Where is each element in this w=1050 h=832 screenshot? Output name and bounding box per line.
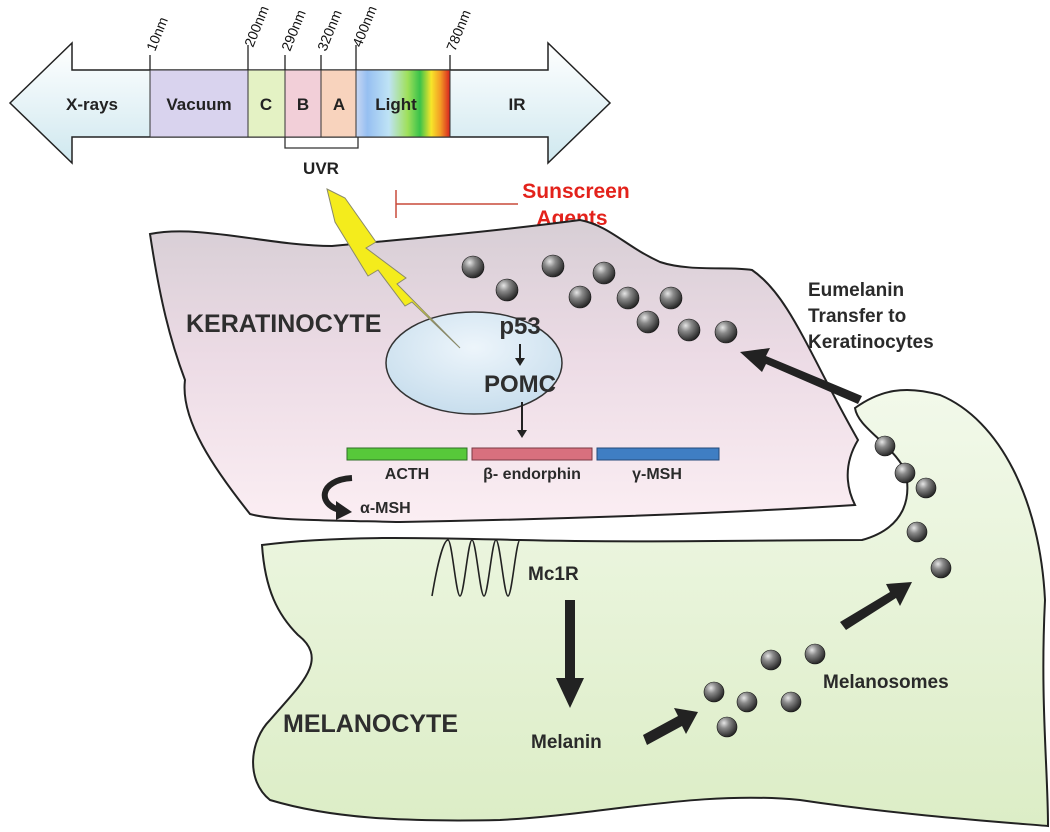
sunscreen-inhibition: Sunscreen Agents <box>395 180 630 230</box>
melanosome-granules <box>461 254 952 738</box>
tick-label-780nm: 780nm <box>443 7 474 53</box>
endorphin-label: β- endorphin <box>483 466 581 483</box>
melanocyte-cell <box>252 388 1050 828</box>
band-label-c: C <box>260 95 272 114</box>
wavelength-ticks <box>149 45 451 70</box>
tick-label-10nm: 10nm <box>143 15 171 53</box>
transfer-label-line3: Keratinocytes <box>808 332 934 353</box>
granule <box>780 691 802 713</box>
band-vacuum <box>149 69 249 138</box>
granule <box>677 318 701 342</box>
melanosomes-label: Melanosomes <box>823 672 949 693</box>
uvr-label: UVR <box>303 159 339 178</box>
mc1r-to-melanin-arrowhead <box>556 678 584 708</box>
granule <box>760 649 782 671</box>
transfer-label-line2: Transfer to <box>808 306 906 327</box>
granule <box>616 286 640 310</box>
endorphin-bar <box>471 447 593 461</box>
transfer-label-line1: Eumelanin <box>808 280 904 301</box>
tick-label-200nm: 200nm <box>241 3 272 49</box>
acth-bar <box>346 447 468 461</box>
band-label-a: A <box>333 95 345 114</box>
band-label-xrays: X-rays <box>66 95 118 114</box>
melanosomes-to-dendrite-arrow <box>840 582 912 630</box>
granule <box>541 254 565 278</box>
gmsh-bar <box>596 447 720 461</box>
pomc-label: POMC <box>484 371 556 398</box>
granule <box>636 310 660 334</box>
granule <box>495 278 519 302</box>
granule <box>804 643 826 665</box>
granule <box>592 261 616 285</box>
melanocyte-label: MELANOCYTE <box>283 710 458 738</box>
granule <box>894 462 916 484</box>
tick-label-290nm: 290nm <box>278 7 309 53</box>
band-uvc <box>247 69 286 138</box>
pomc-to-peptides-arrowhead <box>517 430 527 438</box>
p53-label: p53 <box>499 313 540 340</box>
nucleus <box>385 311 563 415</box>
band-light <box>355 69 451 138</box>
electromagnetic-spectrum: 10nm 200nm 290nm 320nm 400nm 780nm X-ray… <box>8 3 612 178</box>
uv-lightning-bolt <box>326 188 461 349</box>
p53-to-pomc-arrowhead <box>515 358 525 366</box>
melanin-to-melanosomes-arrow <box>643 708 698 745</box>
band-label-b: B <box>297 95 309 114</box>
granule <box>915 477 937 499</box>
band-label-vacuum: Vacuum <box>166 95 231 114</box>
uvr-bracket <box>284 137 359 149</box>
granule <box>874 435 896 457</box>
granule <box>930 557 952 579</box>
mc1r-to-melanin-shaft <box>565 600 575 680</box>
acth-to-amsh-curved-arrow <box>321 475 353 513</box>
granule <box>659 286 683 310</box>
mc1r-label: Mc1R <box>528 564 579 585</box>
melanin-label: Melanin <box>531 732 602 753</box>
granule <box>716 716 738 738</box>
keratinocyte-label: KERATINOCYTE <box>186 310 381 338</box>
band-uva <box>320 69 357 138</box>
granule <box>703 681 725 703</box>
band-label-light: Light <box>375 95 417 114</box>
sunscreen-label-line1: Sunscreen <box>522 180 629 203</box>
band-uvb <box>284 69 322 138</box>
granule <box>736 691 758 713</box>
eumelanin-transfer-arrow <box>740 348 862 404</box>
tick-label-400nm: 400nm <box>349 3 380 49</box>
mc1r-receptor <box>431 539 521 597</box>
granule <box>461 255 485 279</box>
amsh-label: α-MSH <box>360 500 411 517</box>
granule <box>714 320 738 344</box>
gmsh-label: γ-MSH <box>632 466 682 483</box>
acth-to-amsh-arrowhead <box>336 501 352 520</box>
tick-label-320nm: 320nm <box>314 7 345 53</box>
band-label-ir: IR <box>509 95 526 114</box>
granule <box>568 285 592 309</box>
acth-label: ACTH <box>385 466 429 483</box>
granule <box>906 521 928 543</box>
